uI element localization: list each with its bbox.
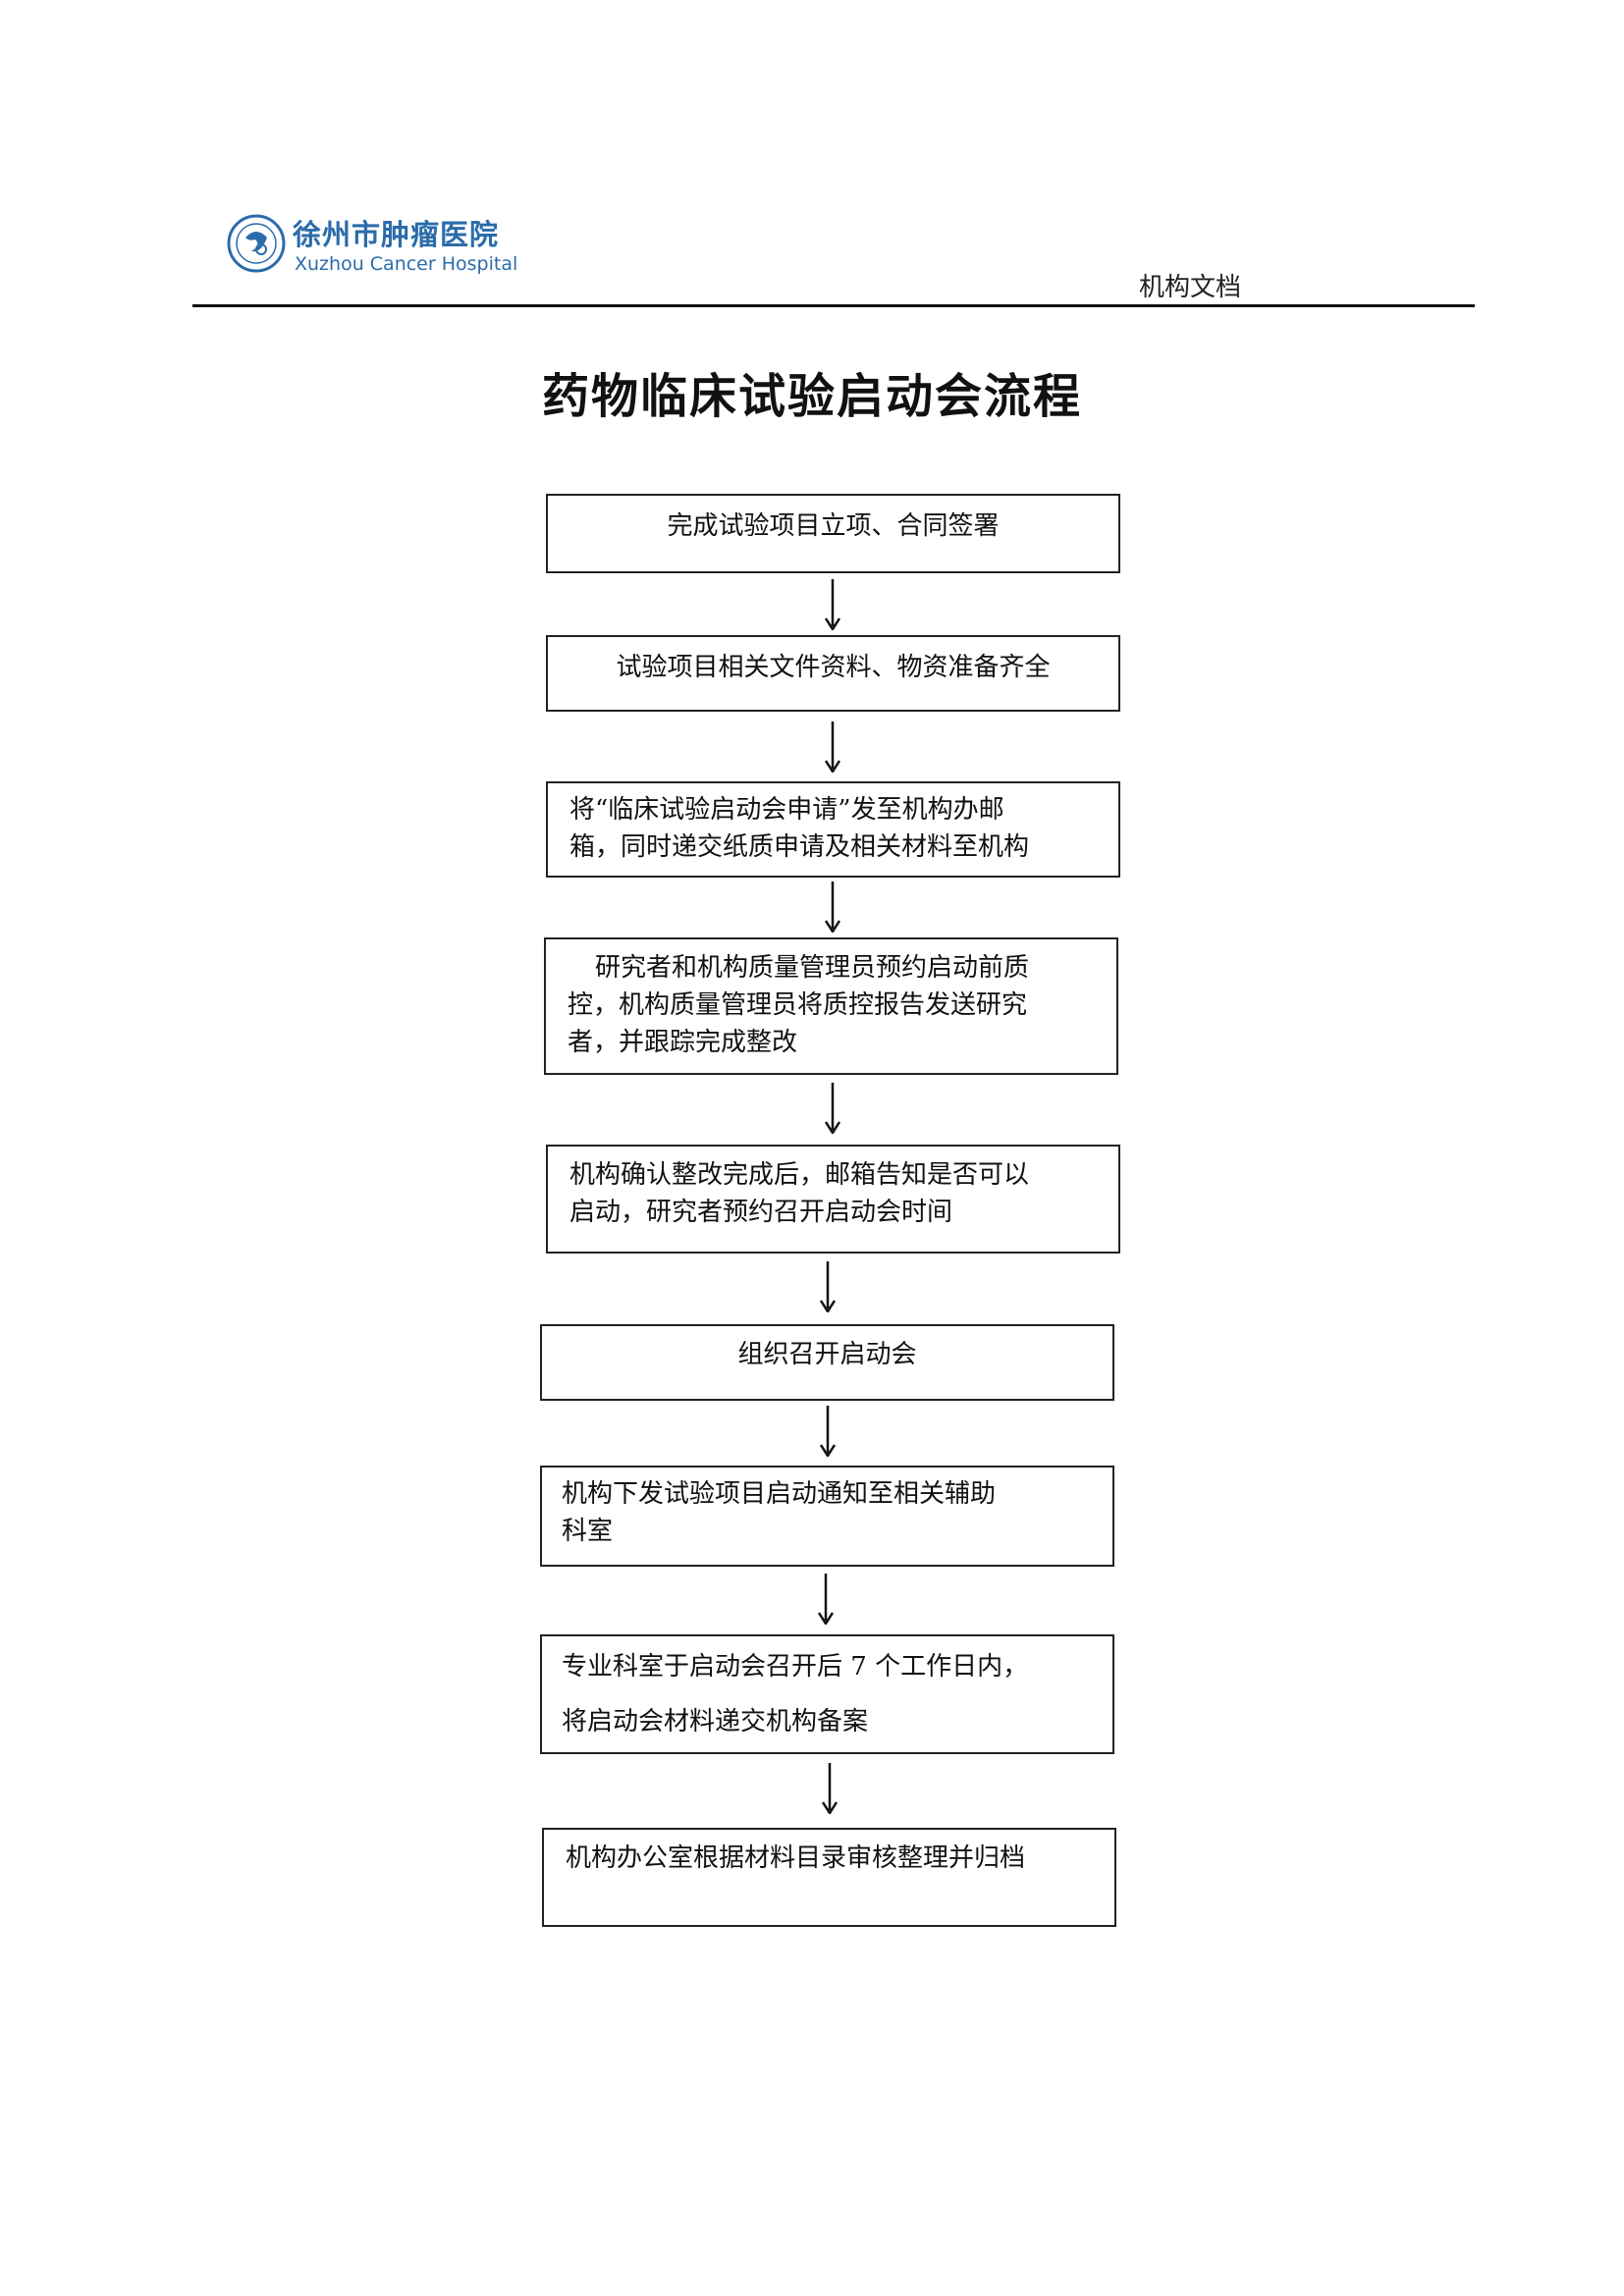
flow-step-text: 研究者和机构质量管理员预约启动前质 <box>595 953 1030 983</box>
flow-arrow <box>823 579 842 630</box>
flow-step-text: 机构办公室根据材料目录审核整理并归档 <box>566 1843 1026 1873</box>
flow-arrow <box>823 1083 842 1134</box>
document-type-label: 机构文档 <box>1139 273 1242 302</box>
flow-step-text: 启动，研究者预约召开启动会时间 <box>569 1198 953 1227</box>
logo-english-name: Xuzhou Cancer Hospital <box>295 253 518 275</box>
flow-step-6: 组织召开启动会 <box>540 1324 1114 1401</box>
flow-arrow <box>823 721 842 773</box>
flow-step-text: 组织召开启动会 <box>737 1340 917 1369</box>
flow-step-text: 完成试验项目立项、合同签署 <box>667 511 1000 541</box>
flow-step-text: 将启动会材料递交机构备案 <box>562 1707 869 1736</box>
flow-step-3: 将“临床试验启动会申请”发至机构办邮 箱，同时递交纸质申请及相关材料至机构 <box>546 781 1120 878</box>
page-title: 药物临床试验启动会流程 <box>541 369 1082 424</box>
flow-step-text: 将“临床试验启动会申请”发至机构办邮 <box>569 795 1004 825</box>
flow-step-9: 机构办公室根据材料目录审核整理并归档 <box>542 1828 1116 1927</box>
hospital-logo: 徐州市肿瘤医院 Xuzhou Cancer Hospital <box>226 206 517 285</box>
flow-step-4: 研究者和机构质量管理员预约启动前质 控，机构质量管理员将质控报告发送研究 者，并… <box>544 937 1118 1075</box>
hospital-emblem-icon <box>227 214 286 273</box>
flow-step-text: 机构确认整改完成后，邮箱告知是否可以 <box>569 1160 1030 1190</box>
flow-arrow <box>820 1763 839 1814</box>
flow-step-8: 专业科室于启动会召开后 7 个工作日内， 将启动会材料递交机构备案 <box>540 1634 1114 1754</box>
flow-arrow <box>818 1261 838 1312</box>
flow-arrow <box>816 1574 836 1625</box>
flow-arrow <box>818 1406 838 1457</box>
logo-chinese-name: 徐州市肿瘤医院 <box>293 218 500 251</box>
flow-step-text: 控，机构质量管理员将质控报告发送研究 <box>568 990 1028 1020</box>
header-divider <box>192 304 1475 307</box>
flow-step-2: 试验项目相关文件资料、物资准备齐全 <box>546 635 1120 712</box>
flow-step-text: 试验项目相关文件资料、物资准备齐全 <box>616 653 1051 682</box>
flow-step-1: 完成试验项目立项、合同签署 <box>546 494 1120 573</box>
flow-step-7: 机构下发试验项目启动通知至相关辅助 科室 <box>540 1466 1114 1567</box>
flow-step-5: 机构确认整改完成后，邮箱告知是否可以 启动，研究者预约召开启动会时间 <box>546 1145 1120 1254</box>
flow-step-text: 机构下发试验项目启动通知至相关辅助 <box>562 1479 997 1509</box>
flow-step-text: 箱，同时递交纸质申请及相关材料至机构 <box>569 832 1030 862</box>
flow-step-text: 专业科室于启动会召开后 7 个工作日内， <box>562 1652 1029 1682</box>
flow-arrow <box>823 881 842 933</box>
flow-step-text: 科室 <box>562 1517 614 1546</box>
flow-step-text: 者，并跟踪完成整改 <box>568 1028 798 1057</box>
